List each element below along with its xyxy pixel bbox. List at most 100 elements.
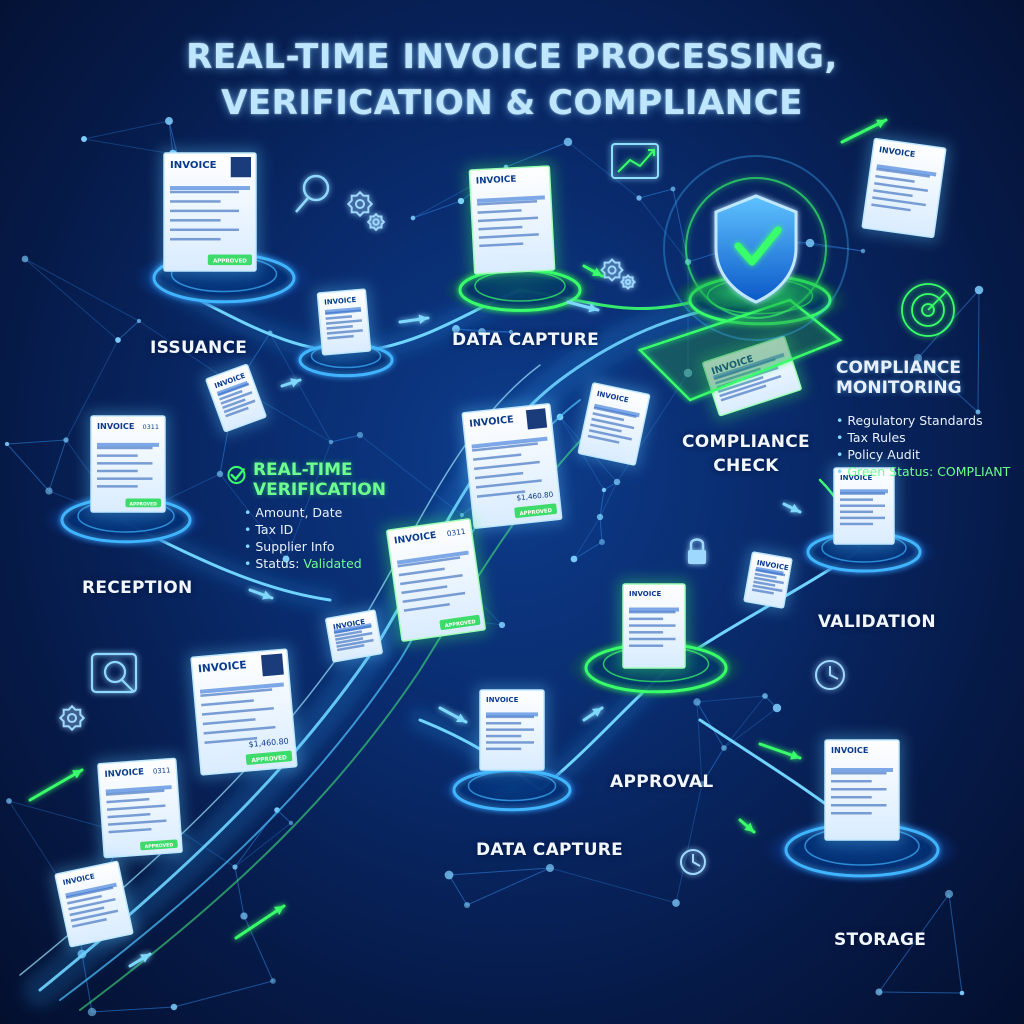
network-node <box>288 820 294 826</box>
invoice-title: INVOICE <box>476 175 517 187</box>
stage-label-storage: STORAGE <box>834 930 927 950</box>
network-node <box>356 431 364 439</box>
network-node <box>599 539 605 545</box>
network-node <box>613 478 621 486</box>
invoice-amount: $1,460.80 <box>516 490 554 503</box>
flow-arrow <box>234 904 286 940</box>
network-node <box>498 621 506 629</box>
verification-panel: REAL-TIME VERIFICATION Amount, Date Tax … <box>226 460 386 572</box>
flow-arrow <box>782 502 802 514</box>
invoice-title: INVOICE <box>629 590 661 598</box>
flow-arrows <box>28 118 888 968</box>
clock-icon <box>680 849 706 875</box>
network-node <box>270 978 276 984</box>
network-node <box>670 186 676 192</box>
network-node <box>772 703 782 713</box>
compliance-check-line-1: COMPLIANCE <box>682 432 810 452</box>
flow-arrow <box>758 742 802 760</box>
invoice-stamp: APPROVED <box>144 842 173 850</box>
network-node <box>136 318 142 324</box>
invoice-document: INVOICE <box>465 161 559 279</box>
network-node <box>860 248 866 254</box>
verification-status: Status: Validated <box>244 555 386 572</box>
network-node <box>762 693 768 699</box>
flow-arrow <box>128 952 152 968</box>
invoice-document: INVOICE <box>739 547 797 613</box>
gear-icon <box>58 704 86 732</box>
invoice-stamp: APPROVED <box>213 259 247 265</box>
network-node <box>21 255 29 263</box>
verification-list: Amount, Date Tax ID Supplier Info Status… <box>244 504 386 572</box>
verification-title-line-1: REAL-TIME <box>252 460 353 480</box>
network-node <box>959 990 965 996</box>
network-node <box>444 870 454 880</box>
invoice-document: INVOICE APPROVED <box>160 149 260 275</box>
flow-arrow <box>738 818 756 834</box>
invoice-number: 0311 <box>446 527 466 539</box>
invoice-title: INVOICE <box>469 414 514 430</box>
network-node <box>570 555 578 563</box>
invoice-document: INVOICE <box>858 134 950 242</box>
network-node <box>170 1003 178 1011</box>
invoice-stamp: APPROVED <box>130 501 158 507</box>
qr-code-icon <box>525 408 548 430</box>
network-node <box>563 137 573 147</box>
gear-icon <box>620 274 636 290</box>
chart-icon <box>611 143 659 179</box>
title-line-2: VERIFICATION & COMPLIANCE <box>221 83 803 123</box>
network-node <box>875 988 883 996</box>
network-node <box>216 470 224 478</box>
network-node <box>508 329 514 335</box>
network-node <box>805 238 815 248</box>
compliance-item: Policy Audit <box>836 446 1016 463</box>
shield-check-icon <box>663 155 849 341</box>
stage-label-compliance-check: COMPLIANCE CHECK <box>682 430 810 478</box>
flow-arrow <box>398 314 430 324</box>
verification-item: Amount, Date <box>244 504 386 521</box>
network-node <box>636 195 642 201</box>
network-node <box>410 215 416 221</box>
flow-arrow <box>566 300 600 313</box>
network-node <box>478 328 486 336</box>
compliance-title-line-2: MONITORING <box>836 378 962 398</box>
stage-label-reception: RECEPTION <box>82 578 193 598</box>
stage-label-validation: VALIDATION <box>818 612 936 632</box>
network-node <box>463 901 471 909</box>
compliance-title: COMPLIANCE MONITORING <box>836 358 1016 398</box>
invoice-stamp: APPROVED <box>251 755 287 764</box>
invoice-title: INVOICE <box>170 160 217 171</box>
invoice-documents: INVOICEAPPROVEDINVOICEINVOICEINVOICEINVO… <box>51 134 950 951</box>
title-line-1: REAL-TIME INVOICE PROCESSING, <box>186 37 838 77</box>
magnifier-icon <box>295 174 330 213</box>
invoice-document: INVOICE <box>821 736 903 844</box>
magnifier-icon <box>90 652 138 694</box>
invoice-document: INVOICE <box>51 857 137 951</box>
flow-arrow <box>582 706 604 722</box>
verification-item: Tax ID <box>244 521 386 538</box>
network-node <box>913 353 923 363</box>
invoice-document: INVOICE <box>830 464 898 548</box>
network-node <box>944 889 954 899</box>
qr-code-icon <box>230 157 251 178</box>
invoice-title: INVOICE <box>198 659 247 675</box>
check-circle-icon <box>227 465 246 485</box>
verification-title: REAL-TIME VERIFICATION <box>253 460 386 500</box>
compliance-item: Tax Rules <box>836 429 1016 446</box>
network-node <box>165 117 173 125</box>
network-node <box>63 437 69 443</box>
clock-icon <box>815 660 845 690</box>
invoice-stamp: APPROVED <box>444 619 476 629</box>
invoice-number: 0311 <box>153 766 171 775</box>
stage-label-approval: APPROVAL <box>610 772 714 792</box>
qr-code-icon <box>261 653 284 677</box>
invoice-document: INVOICE <box>201 360 271 436</box>
network-node <box>545 863 555 873</box>
invoice-document: INVOICE <box>574 378 654 470</box>
radar-icon <box>901 283 955 337</box>
network-node <box>45 487 53 495</box>
